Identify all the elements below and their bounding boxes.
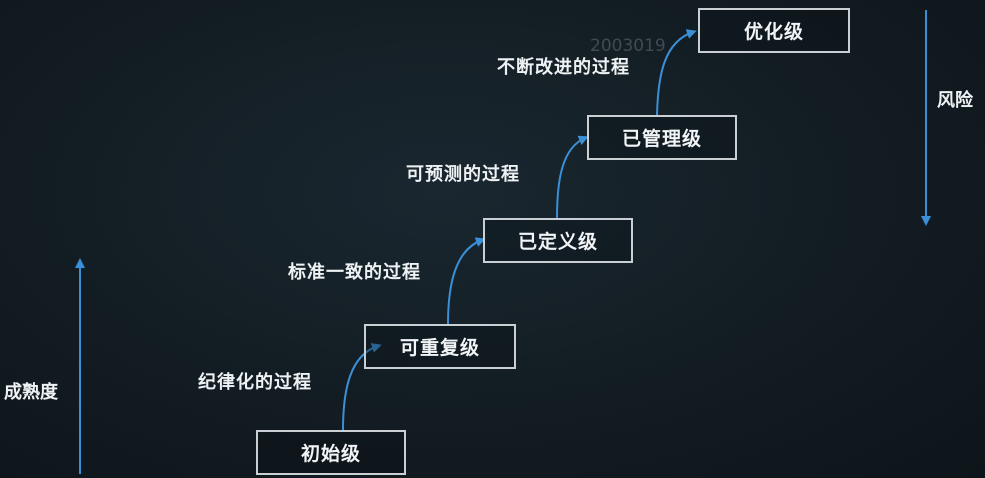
level-box-repeatable: 可重复级 bbox=[364, 324, 516, 369]
level-label-optimizing: 优化级 bbox=[743, 21, 804, 43]
level-box-managed: 已管理级 bbox=[587, 115, 737, 160]
process-label-predictable: 可预测的过程 bbox=[406, 164, 520, 185]
level-label-managed: 已管理级 bbox=[621, 128, 702, 150]
connector-level3-to-level4 bbox=[556, 135, 589, 219]
level-box-optimizing: 优化级 bbox=[698, 8, 850, 53]
process-label-disciplined: 纪律化的过程 bbox=[198, 372, 312, 393]
process-label-standard: 标准一致的过程 bbox=[288, 262, 421, 283]
maturity-axis-label: 成熟度 bbox=[4, 382, 58, 403]
risk-axis-label: 风险 bbox=[937, 90, 973, 111]
process-label-improving: 不断改进的过程 bbox=[497, 57, 630, 78]
connector-level2-to-level3 bbox=[447, 237, 486, 325]
level-box-initial: 初始级 bbox=[256, 430, 406, 475]
level-label-initial: 初始级 bbox=[300, 443, 361, 465]
watermark-text: 2003019 bbox=[590, 36, 666, 56]
connector-level1-to-level2 bbox=[342, 343, 382, 431]
level-box-defined: 已定义级 bbox=[483, 218, 633, 263]
level-label-defined: 已定义级 bbox=[517, 231, 598, 253]
connector-level4-to-level5 bbox=[656, 29, 697, 116]
level-label-repeatable: 可重复级 bbox=[399, 337, 480, 359]
